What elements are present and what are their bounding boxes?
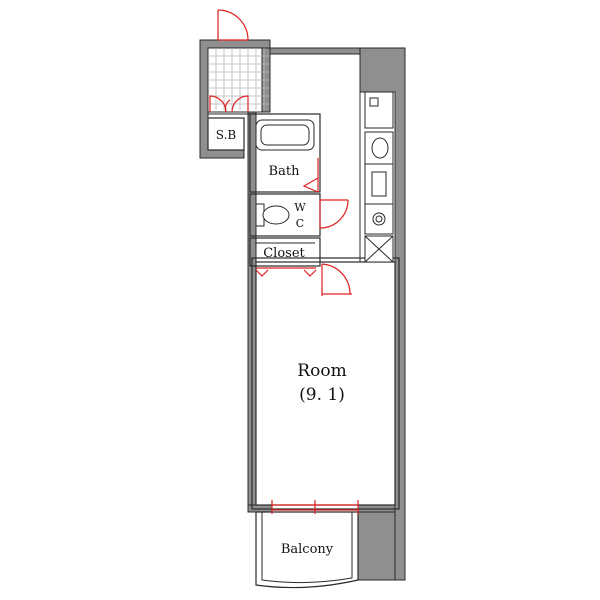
entrance-door-icon (217, 9, 249, 41)
storage-label: S.B (216, 128, 237, 142)
balcony-label: Balcony (281, 542, 334, 557)
storage-grid (208, 48, 270, 110)
closet-outline (249, 237, 321, 267)
sink-icon (364, 131, 394, 165)
room-door-icon (321, 263, 352, 296)
stove-icon (364, 203, 394, 235)
closet-label: Closet (263, 246, 305, 261)
room-labels: S.B Bath W C Closet Room (9. 1) Balcony (216, 128, 347, 557)
room-label: Room (297, 361, 346, 381)
bath-outline (249, 113, 321, 193)
storage-area (207, 47, 271, 151)
north-wall (261, 47, 361, 113)
room-outline (255, 261, 396, 506)
doors (209, 9, 359, 514)
toilet-icon (255, 203, 290, 227)
closet-door-icon (255, 267, 317, 277)
interior-walls (249, 53, 400, 589)
storage-door-icon (209, 95, 249, 113)
storage-box (207, 117, 245, 151)
balcony-window-icon (271, 500, 359, 514)
counter-icon (364, 163, 394, 205)
bathtub-icon (255, 119, 315, 151)
balcony-outline (255, 511, 359, 589)
wc-door-icon (319, 199, 349, 229)
bath-label: Bath (269, 164, 301, 179)
bath-door-icon (302, 158, 319, 193)
room-size-label: (9. 1) (299, 385, 345, 405)
wc-label-line2: C (296, 217, 304, 230)
room-outline-outer (251, 257, 400, 510)
fixtures (255, 91, 394, 263)
washer-space-icon (364, 235, 394, 263)
balcony-wall-right (357, 509, 396, 581)
fridge-icon (364, 91, 394, 129)
wc-label-line1: W (294, 201, 306, 214)
